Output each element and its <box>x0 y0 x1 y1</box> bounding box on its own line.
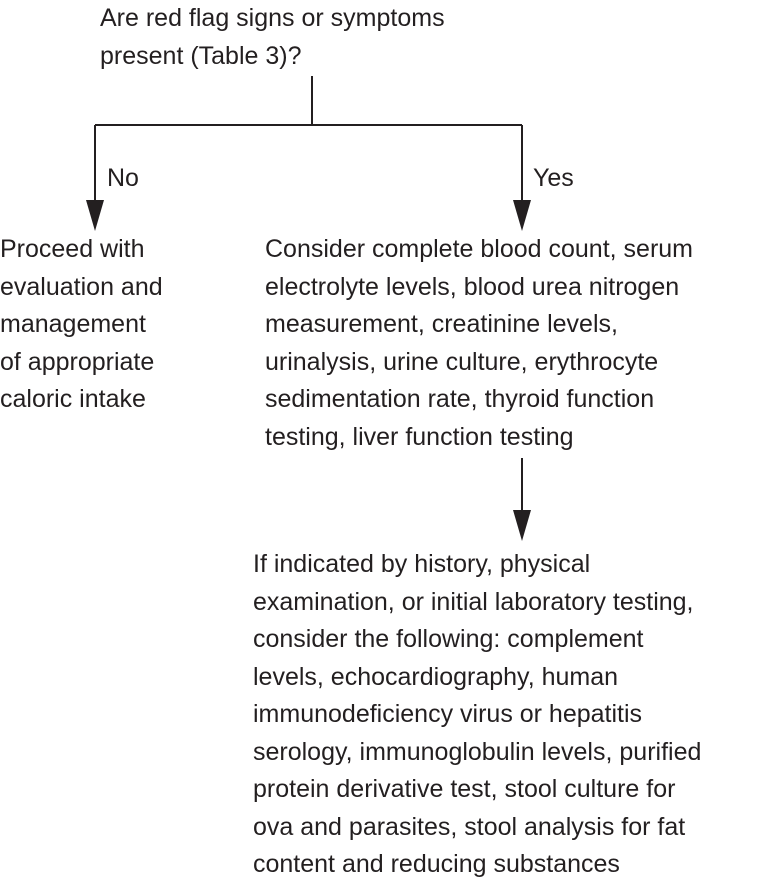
yes-outcome-line: electrolyte levels, blood urea nitrogen <box>265 272 680 301</box>
question-node: Are red flag signs or symptoms present (… <box>100 0 445 75</box>
further-testing-line: immunodeficiency virus or hepatitis <box>253 700 643 728</box>
yes-outcome-line: testing, liver function testing <box>265 422 574 451</box>
yes-outcome-line: measurement, creatinine levels, <box>265 310 618 338</box>
further-testing-node: If indicated by history, physical examin… <box>253 546 701 884</box>
further-testing-line: If indicated by history, physical <box>253 550 591 578</box>
no-outcome-line: evaluation and <box>0 272 163 301</box>
further-testing-line: levels, echocardiography, human <box>253 662 619 691</box>
no-label: No <box>107 164 139 192</box>
no-outcome-node: Proceed with evaluation and management o… <box>0 231 163 419</box>
question-line: Are red flag signs or symptoms <box>100 4 445 32</box>
yes-outcome-line: sedimentation rate, thyroid function <box>265 385 655 413</box>
no-outcome-line: of appropriate <box>0 347 155 376</box>
further-testing-line: protein derivative test, stool culture f… <box>253 775 676 803</box>
yes-outcome-line: Consider complete blood count, serum <box>265 235 694 263</box>
yes-label: Yes <box>533 164 574 192</box>
no-outcome-line: caloric intake <box>0 385 146 413</box>
no-outcome-line: Proceed with <box>0 235 145 263</box>
yes-outcome-node: Consider complete blood count, serum ele… <box>265 231 693 456</box>
further-testing-line: consider the following: complement <box>253 625 644 653</box>
no-outcome-line: management <box>0 310 146 338</box>
further-testing-line: examination, or initial laboratory testi… <box>253 587 694 616</box>
further-testing-line: content and reducing substances <box>253 850 620 878</box>
no-arrowhead-icon <box>86 200 104 231</box>
next-arrowhead-icon <box>513 510 531 541</box>
yes-arrowhead-icon <box>513 200 531 231</box>
further-testing-line: serology, immunoglobulin levels, purifie… <box>253 737 702 766</box>
further-testing-line: ova and parasites, stool analysis for fa… <box>253 812 686 841</box>
question-line: present (Table 3)? <box>100 41 302 70</box>
yes-outcome-line: urinalysis, urine culture, erythrocyte <box>265 347 659 376</box>
